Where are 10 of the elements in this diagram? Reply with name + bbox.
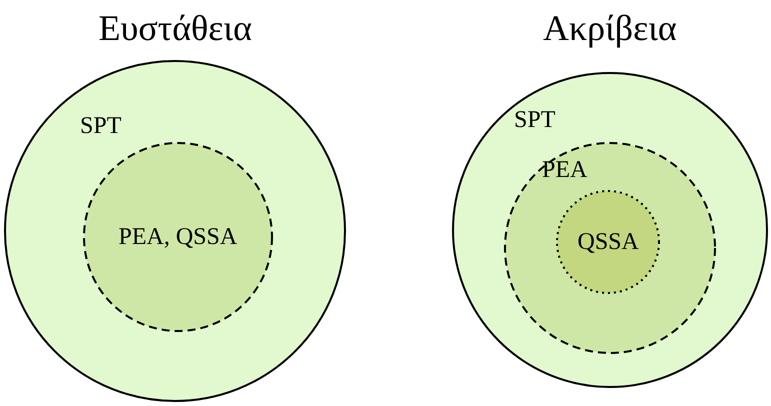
set-heading: Ακρίβεια — [543, 10, 677, 46]
set-label: PEA — [542, 158, 588, 182]
set-label: PEA, QSSA — [118, 225, 238, 249]
set-label: SPT — [514, 108, 556, 132]
set-label: QSSA — [578, 230, 639, 254]
set-heading: Ευστάθεια — [98, 10, 252, 46]
set-circle — [504, 142, 716, 354]
set-circle — [83, 142, 273, 332]
set-label: SPT — [80, 114, 122, 138]
set-circle — [556, 190, 660, 294]
